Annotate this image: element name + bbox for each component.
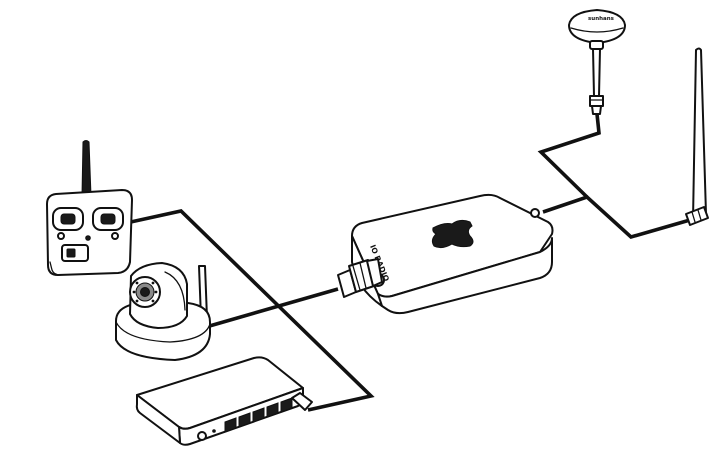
switch-side [135, 394, 181, 444]
cable-controller-switch [125, 209, 375, 412]
cable-plug-icon [291, 392, 313, 411]
sma-connector [337, 258, 383, 298]
antenna-cap-label: sunhans [588, 16, 615, 22]
cable-radio-mushroom [537, 113, 601, 199]
cable-radio-whip [542, 194, 691, 240]
cloverleaf-antenna-icon [568, 9, 626, 44]
ethernet-port-icon [266, 402, 279, 418]
logo-icon [431, 219, 474, 249]
controller-antenna-icon [81, 140, 92, 197]
ethernet-port-icon [252, 407, 265, 423]
ethernet-port-icon [238, 412, 251, 428]
radio-unit: IO RADIO [351, 193, 554, 315]
ip-camera [115, 262, 211, 361]
whip-antenna-icon [692, 47, 707, 221]
rc-controller [46, 140, 133, 276]
mushroom-antenna: sunhans [568, 9, 626, 115]
cables [125, 113, 691, 412]
power-jack-icon [197, 431, 207, 441]
ethernet-port-icon [224, 417, 237, 433]
cable-camera-radio [205, 287, 339, 329]
ethernet-ports [224, 397, 293, 433]
ethernet-port-icon [280, 397, 293, 413]
whip-antenna [685, 47, 709, 226]
network-switch [135, 356, 313, 446]
